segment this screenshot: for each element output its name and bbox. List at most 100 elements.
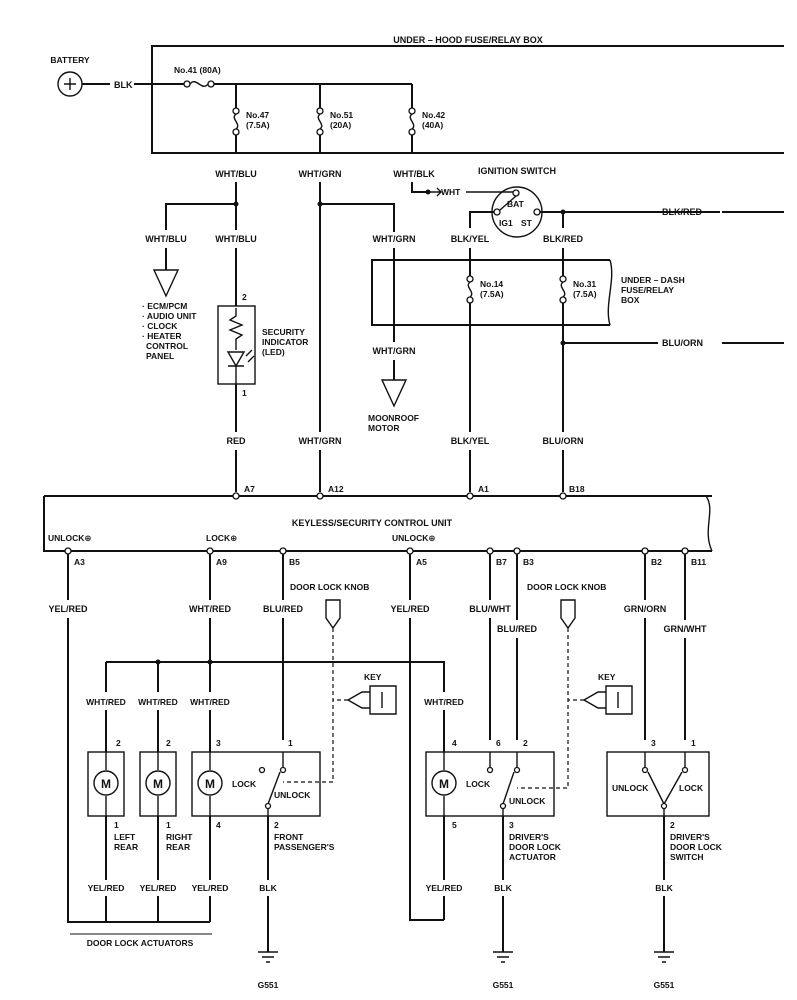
- battery-label: BATTERY: [50, 55, 90, 65]
- pin-label: B5: [289, 557, 300, 567]
- pin-label: 1: [691, 738, 696, 748]
- door-lock-actuators: WHT/RED WHT/RED WHT/RED WHT/RED 2 M 1 LE…: [70, 697, 464, 952]
- pin-label: 3: [509, 820, 514, 830]
- pin-label: 2: [166, 738, 171, 748]
- under-dash-title: BOX: [621, 295, 640, 305]
- fuse-no42: No.42 (40A): [408, 84, 445, 153]
- pin-label: 1: [242, 388, 247, 398]
- wire-label: WHT/GRN: [373, 234, 416, 244]
- pin-label: B11: [691, 557, 706, 567]
- terminal-label: ST: [521, 218, 533, 228]
- terminal-label: IG1: [499, 218, 513, 228]
- wire-label: BLK/YEL: [451, 436, 490, 446]
- load-label: CONTROL: [146, 341, 188, 351]
- wire-label: YEL/RED: [88, 883, 125, 893]
- load-label: · ECM/PCM: [142, 301, 187, 311]
- load-label: · AUDIO UNIT: [142, 311, 197, 321]
- moonroof-label: MOONROOF: [368, 413, 419, 423]
- wire-label: YEL/RED: [48, 604, 88, 614]
- pin-label: 2: [523, 738, 528, 748]
- wire-label: WHT/GRN: [299, 436, 342, 446]
- wire-label: WHT/BLU: [215, 234, 257, 244]
- wire-label: BLK/RED: [543, 234, 583, 244]
- under-hood-fuse-box: UNDER – HOOD FUSE/RELAY BOX: [151, 35, 784, 154]
- fuse-label: No.42: [422, 110, 445, 120]
- switch-label: UNLOCK: [274, 790, 311, 800]
- security-indicator: 2 SECURITY INDICATOR (LED) 1 RED: [217, 248, 308, 492]
- knob-label: DOOR LOCK KNOB: [290, 582, 369, 592]
- pin-label: 2: [116, 738, 121, 748]
- fuse-label: No.47: [246, 110, 269, 120]
- load-label: PANEL: [146, 351, 174, 361]
- switch-label: LOCK: [466, 779, 491, 789]
- ignition-switch: WHT IGNITION SWITCH BAT IG1 ST BLK/RED B…: [411, 166, 784, 244]
- pin-label: 4: [452, 738, 457, 748]
- knob-icon: [325, 599, 341, 630]
- pin-label: A7: [244, 484, 255, 494]
- motor-letter: M: [205, 777, 215, 791]
- wire-label: RED: [226, 436, 246, 446]
- pin-label: 3: [216, 738, 221, 748]
- ground-g551-3: G551: [654, 951, 675, 990]
- wht-grn-branch: WHT/GRN WHT/GRN MOONROOF MOTOR WHT/GRN: [299, 182, 419, 492]
- wire-label: BLK: [494, 883, 512, 893]
- pin-label: 4: [216, 820, 221, 830]
- ground-icon: [258, 951, 278, 963]
- wire-label: WHT/RED: [190, 697, 230, 707]
- load-label: · HEATER: [142, 331, 182, 341]
- wire-label: WHT/GRN: [373, 346, 416, 356]
- key-icon: [582, 685, 633, 715]
- wire-label: YEL/RED: [426, 883, 463, 893]
- pin-label: A3: [74, 557, 85, 567]
- wht-blu-branch: WHT/BLU WHT/BLU · ECM/PCM · AUDIO UNIT ·…: [142, 182, 257, 361]
- switch-title: DRIVER'S: [670, 832, 710, 842]
- fuse-label: No.31: [573, 279, 596, 289]
- wire-label: GRN/WHT: [664, 624, 707, 634]
- pin-label: 5: [452, 820, 457, 830]
- knob-icon: [560, 599, 576, 630]
- wire-label: BLU/ORN: [662, 338, 703, 348]
- battery-wire-label: BLK: [114, 80, 133, 90]
- switch-label: LOCK: [232, 779, 257, 789]
- switch-icon: [502, 771, 515, 805]
- wire-label: YEL/RED: [192, 883, 229, 893]
- key-label: KEY: [364, 672, 382, 682]
- fuse-label: No.51: [330, 110, 353, 120]
- wire-label: BLU/RED: [497, 624, 537, 634]
- fuse-label: No.14: [480, 279, 503, 289]
- knob-label: DOOR LOCK KNOB: [527, 582, 606, 592]
- switch-label: UNLOCK: [509, 796, 546, 806]
- fuse-icon: [317, 113, 323, 130]
- output-label: UNLOCK⊕: [48, 533, 91, 543]
- pin-label: A1: [478, 484, 489, 494]
- fuse-no47: No.47 (7.5A): [232, 84, 270, 153]
- fuse-icon: [467, 281, 473, 298]
- pin-label: A5: [416, 557, 427, 567]
- drivers-door-lock-actuator: 4 6 2 M LOCK UNLOCK 5 3 DRIVER'S DOOR LO…: [425, 738, 562, 952]
- motor-letter: M: [153, 777, 163, 791]
- motor-icon: [431, 770, 457, 796]
- led-icon: [226, 351, 246, 368]
- motor-letter: M: [101, 777, 111, 791]
- pin-label: 1: [166, 820, 171, 830]
- pin-label: 2: [242, 292, 247, 302]
- indicator-label: (LED): [262, 347, 285, 357]
- output-label: UNLOCK⊕: [392, 533, 435, 543]
- pin-label: A12: [328, 484, 344, 494]
- under-dash-fuse-box: No.14 (7.5A) No.31 (7.5A) UNDER – DASH F…: [371, 248, 784, 492]
- indicator-label: INDICATOR: [262, 337, 308, 347]
- ground-label: G551: [654, 980, 675, 990]
- switch-label: LOCK: [679, 783, 704, 793]
- fuse-rating: (7.5A): [573, 289, 597, 299]
- ground-label: G551: [493, 980, 514, 990]
- ground-icon: [654, 951, 674, 963]
- drivers-door-lock-switch: 3 1 UNLOCK LOCK 2 DRIVER'S DOOR LOCK SWI…: [606, 738, 723, 952]
- wire-label: YEL/RED: [390, 604, 430, 614]
- key-label: KEY: [598, 672, 616, 682]
- connector-arrow-icon: [152, 269, 180, 298]
- ground-label: G551: [258, 980, 279, 990]
- pin-label: 2: [274, 820, 279, 830]
- pin-label: B2: [651, 557, 662, 567]
- ignition-switch-title: IGNITION SWITCH: [478, 166, 556, 176]
- control-unit-title: KEYLESS/SECURITY CONTROL UNIT: [292, 518, 453, 528]
